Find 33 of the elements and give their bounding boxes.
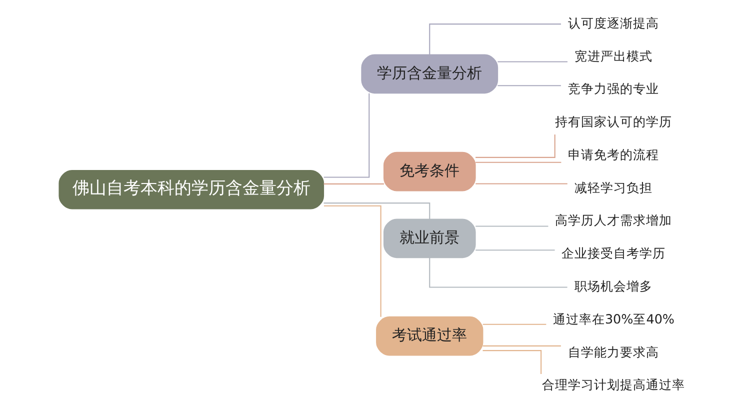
connector xyxy=(323,183,384,184)
connector xyxy=(428,24,560,55)
connector xyxy=(482,324,546,325)
node-text: 竞争力强的专业 xyxy=(568,82,659,98)
connector xyxy=(323,202,430,220)
node-box: 就业前景 xyxy=(382,218,476,258)
connector xyxy=(323,205,381,317)
node-text: 申请免考的流程 xyxy=(568,148,659,163)
connector xyxy=(475,162,561,163)
connector xyxy=(482,345,560,346)
node-text: 职场机会增多 xyxy=(574,280,652,295)
node-text: 认可度逐渐提高 xyxy=(568,16,659,32)
connector xyxy=(475,183,567,184)
node-text: 宽进严出模式 xyxy=(574,49,652,64)
connector xyxy=(475,250,554,251)
connector xyxy=(482,350,542,374)
node-text: 自学能力要求高 xyxy=(568,345,659,360)
connector xyxy=(497,61,567,62)
node-text: 持有国家认可的学历 xyxy=(554,115,672,130)
node-text: 高学历人才需求增加 xyxy=(554,214,672,229)
connector xyxy=(475,226,548,227)
node-box: 考试通过率 xyxy=(376,316,483,356)
node-box: 佛山自考本科的学历含金量分析 xyxy=(58,170,324,210)
connector xyxy=(323,93,370,178)
node-text: 合理学习计划提高通过率 xyxy=(542,378,685,394)
connector xyxy=(475,134,555,158)
node-box: 免考条件 xyxy=(382,152,476,192)
connector xyxy=(428,258,567,288)
node-box: 学历含金量分析 xyxy=(360,54,498,94)
connector xyxy=(497,85,560,86)
node-text: 通过率在30%至40% xyxy=(552,312,674,328)
node-text: 减轻学习负担 xyxy=(574,180,652,196)
node-text: 企业接受自考学历 xyxy=(561,246,666,262)
